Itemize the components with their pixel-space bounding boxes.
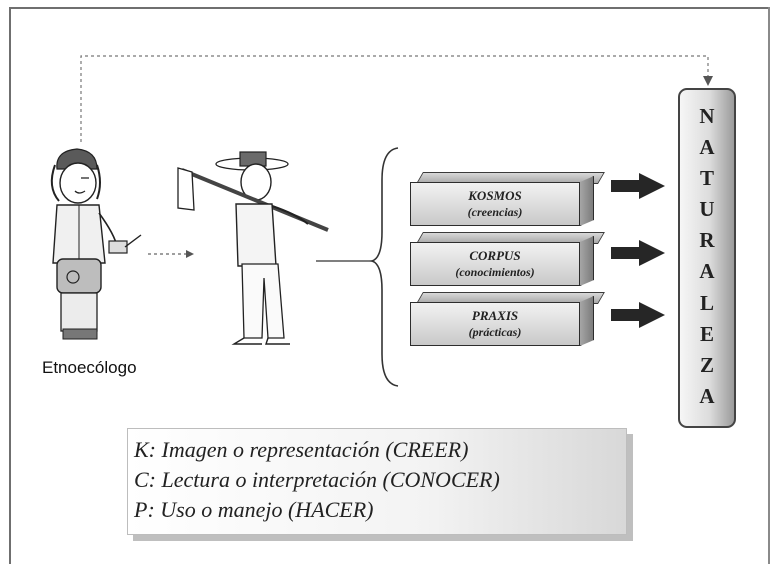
arrow-corpus-to-naturaleza (611, 240, 665, 266)
arrow-shaft (611, 180, 641, 192)
legend-line-c: C: Lectura o interpretación (CONOCER) (134, 467, 500, 492)
block-front-face: KOSMOS (creencias) (410, 182, 580, 226)
block-front-face: CORPUS (conocimientos) (410, 242, 580, 286)
block-name: KOSMOS (468, 188, 522, 203)
naturaleza-letter: A (699, 259, 715, 284)
legend-line-p: P: Uso o manejo (HACER) (134, 497, 374, 522)
naturaleza-letter: N (699, 104, 715, 129)
block-kosmos: KOSMOS (creencias) (410, 172, 605, 226)
naturaleza-letter: A (699, 135, 715, 160)
frame-right-border (768, 7, 770, 564)
hat-shape (56, 148, 98, 170)
ethnoecologist-label: Etnoecólogo (42, 358, 137, 377)
block-side-face (580, 176, 594, 226)
block-name: CORPUS (469, 248, 521, 263)
naturaleza-letter: L (699, 290, 714, 315)
dotted-arrow-head (186, 250, 194, 258)
naturaleza-letter: U (699, 197, 715, 222)
ethnoecologist-figure (50, 148, 142, 340)
naturaleza-letter: Z (699, 352, 714, 377)
naturaleza-box: N A T U R A L E Z A (678, 88, 736, 428)
block-side-face (580, 296, 594, 346)
hoe-blade-shape (177, 167, 195, 211)
arrow-praxis-to-naturaleza (611, 302, 665, 328)
block-subtitle: (prácticas) (468, 325, 522, 339)
dotted-line-arrowhead (703, 76, 713, 86)
arrow-shaft (611, 309, 641, 321)
arrow-head (639, 240, 665, 266)
legend-line-k: K: Imagen o representación (CREER) (134, 437, 469, 462)
naturaleza-letter: R (699, 228, 715, 253)
frame-left-border (9, 7, 11, 564)
arrow-kosmos-to-naturaleza (611, 173, 665, 199)
naturaleza-letter: T (699, 166, 714, 191)
block-corpus: CORPUS (conocimientos) (410, 232, 605, 286)
arrow-head (639, 173, 665, 199)
peasant-figure (177, 151, 329, 345)
notebook-shape (108, 240, 128, 254)
block-praxis: PRAXIS (prácticas) (410, 292, 605, 346)
arrow-shaft (611, 247, 641, 259)
legend-box: K: Imagen o representación (CREER) C: Le… (127, 428, 627, 535)
curly-brace (369, 147, 399, 387)
naturaleza-letter: E (699, 321, 714, 346)
block-subtitle: (creencias) (467, 205, 523, 219)
arrow-head (639, 302, 665, 328)
block-subtitle: (conocimientos) (455, 265, 535, 279)
block-side-face (580, 236, 594, 286)
naturaleza-letter: A (699, 383, 715, 408)
frame-top-border (9, 7, 769, 9)
block-front-face: PRAXIS (prácticas) (410, 302, 580, 346)
dotted-feedback-line (80, 55, 709, 142)
block-name: PRAXIS (471, 308, 519, 323)
